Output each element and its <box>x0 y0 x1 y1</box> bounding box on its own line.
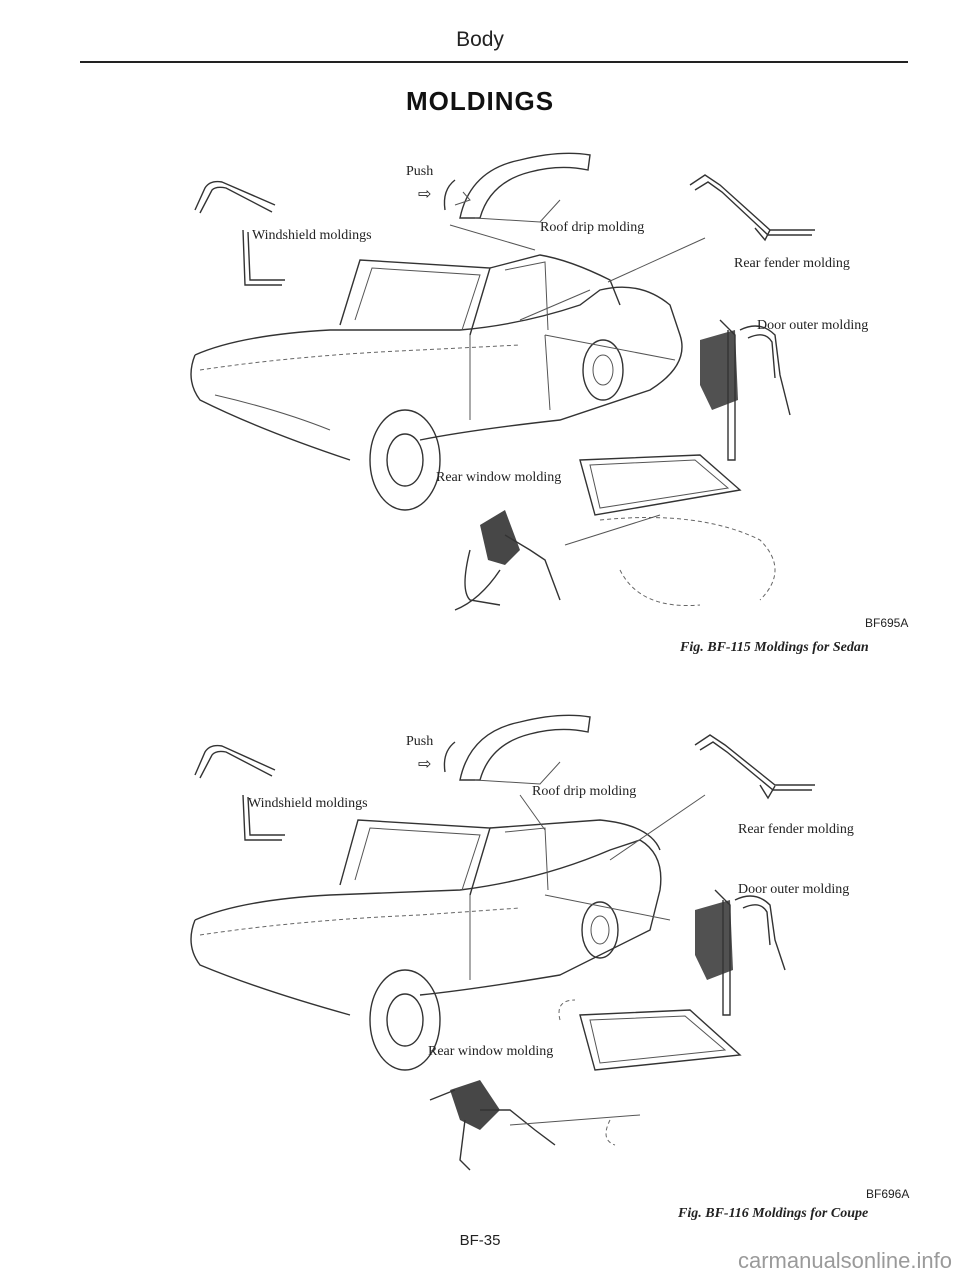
push-arrow-icon: ⇨ <box>418 186 432 203</box>
page-title: MOLDINGS <box>405 86 555 116</box>
watermark: carmanualsonline.info <box>737 1248 952 1273</box>
coupe-illustration <box>190 714 815 1171</box>
roof-drip-molding-label-2: Roof drip molding <box>532 784 637 799</box>
door-outer-molding-label-2: Door outer molding <box>738 882 850 897</box>
header-rule <box>80 61 908 63</box>
leader-lines <box>449 224 706 546</box>
page-header: Body <box>456 28 504 51</box>
rear-fender-detail-icon <box>694 734 815 800</box>
door-outer-detail-icon <box>700 319 791 461</box>
windshield-molding-detail-icon <box>194 180 285 286</box>
figure-caption-2: Fig. BF-116 Moldings for Coupe <box>678 1206 869 1221</box>
roof-drip-detail-icon <box>443 152 591 223</box>
coupe-car-body <box>190 819 662 1071</box>
figure-code-1: BF695A <box>865 616 909 630</box>
push-arrow-icon: ⇨ <box>418 756 432 773</box>
door-outer-molding-label-1: Door outer molding <box>757 318 869 333</box>
rear-fender-molding-label-2: Rear fender molding <box>738 822 854 837</box>
sedan-rear-view <box>579 454 776 607</box>
figure-caption-1: Fig. BF-115 Moldings for Sedan <box>680 640 869 655</box>
rear-fender-molding-label-1: Rear fender molding <box>734 256 850 271</box>
sedan-car-body <box>190 254 683 511</box>
rear-window-molding-label-2: Rear window molding <box>428 1044 554 1059</box>
windshield-molding-detail-icon <box>194 744 285 841</box>
windshield-moldings-label-2: Windshield moldings <box>248 796 368 811</box>
windshield-moldings-label-1: Windshield moldings <box>252 228 372 243</box>
roof-drip-detail-icon <box>443 714 591 785</box>
page-number: BF-35 <box>459 1232 501 1249</box>
leader-lines <box>509 794 706 1126</box>
rear-window-detail-icon <box>454 510 561 611</box>
door-outer-detail-icon <box>695 889 786 1016</box>
rear-fender-detail-icon <box>689 174 815 242</box>
rear-window-detail-icon <box>429 1080 556 1171</box>
roof-drip-molding-label-1: Roof drip molding <box>540 220 645 235</box>
rear-window-molding-label-1: Rear window molding <box>436 470 562 485</box>
push-label-1: Push <box>406 164 434 179</box>
coupe-rear-view <box>558 999 742 1146</box>
sedan-illustration <box>190 152 815 611</box>
figure-code-2: BF696A <box>866 1187 910 1201</box>
push-label-2: Push <box>406 734 434 749</box>
